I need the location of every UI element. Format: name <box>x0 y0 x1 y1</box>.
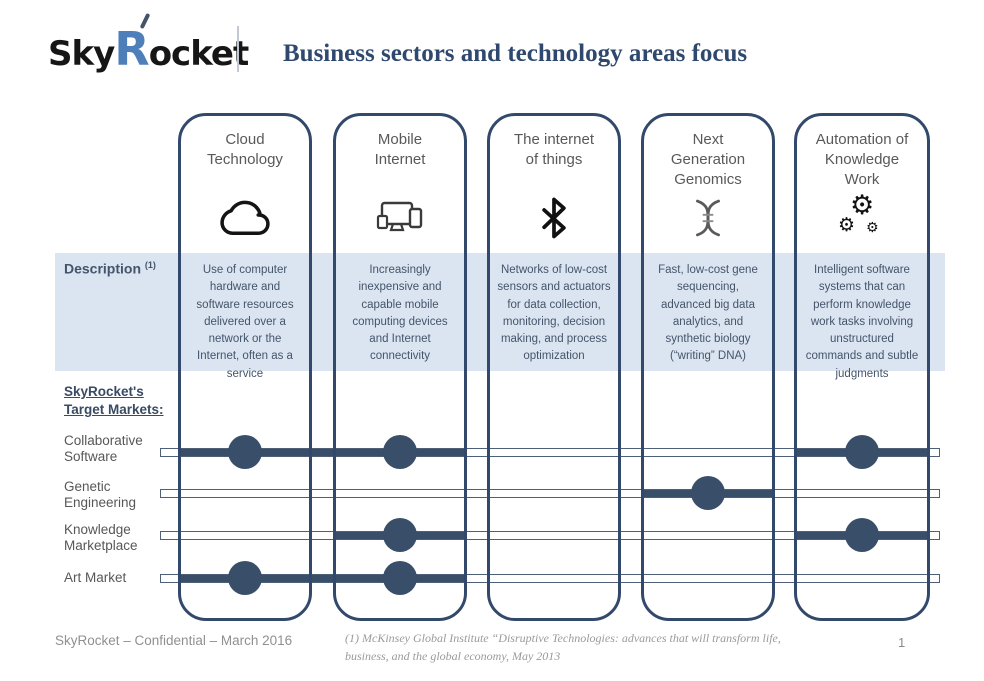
market-dot <box>228 435 262 469</box>
column-description: Intelligent software systems that can pe… <box>805 264 919 380</box>
page-number: 1 <box>898 635 906 650</box>
market-dot <box>845 518 879 552</box>
header-divider <box>237 26 239 72</box>
column-internet-of-things: The internet of things Networks of low-c… <box>487 113 621 621</box>
logo-text-ocket: ocket <box>148 34 250 74</box>
description-label: Description (1) <box>64 260 156 277</box>
market-solid-segment <box>178 448 467 456</box>
footnote-citation: (1) McKinsey Global Institute “Disruptiv… <box>345 631 781 663</box>
column-description: Increasingly inexpensive and capable mob… <box>352 264 448 363</box>
column-title: Mobile Internet <box>374 131 426 168</box>
market-dot <box>845 435 879 469</box>
column-next-generation-genomics: Next Generation Genomics Fast, low-cost … <box>641 113 775 621</box>
market-track <box>160 530 940 540</box>
market-dot <box>691 476 725 510</box>
market-label-knowledge-marketplace: Knowledge Marketplace <box>64 522 138 554</box>
column-cloud-technology: Cloud Technology Use of computer hardwar… <box>178 113 312 621</box>
column-title: Automation of Knowledge Work <box>815 131 909 188</box>
dna-icon <box>644 192 772 244</box>
column-mobile-internet: Mobile Internet Increasingly inexpensive… <box>333 113 467 621</box>
market-label-art-market: Art Market <box>64 570 127 585</box>
market-solid-segment <box>178 574 467 582</box>
footer-confidential-text: SkyRocket – Confidential – March 2016 <box>55 633 293 648</box>
footnote-marker: (1) <box>144 260 156 270</box>
column-description: Use of computer hardware and software re… <box>196 264 294 380</box>
devices-icon <box>336 192 464 244</box>
market-dot <box>383 435 417 469</box>
target-markets-heading: SkyRocket's Target Markets: <box>64 384 164 418</box>
bluetooth-icon <box>490 192 618 244</box>
market-track <box>160 488 940 498</box>
column-title: The internet of things <box>513 131 595 168</box>
column-title: Cloud Technology <box>207 131 283 168</box>
column-description: Networks of low-cost sensors and actuato… <box>497 264 611 363</box>
market-dot <box>383 561 417 595</box>
market-label-collaborative-software: Collaborative Software <box>64 433 143 465</box>
column-description: Fast, low-cost gene sequencing, advanced… <box>658 264 758 363</box>
cloud-icon <box>181 192 309 244</box>
slide-title: Business sectors and technology areas fo… <box>283 40 748 67</box>
market-track <box>160 447 940 457</box>
column-title: Next Generation Genomics <box>670 131 746 188</box>
gears-icon: ⚙ ⚙ ⚙ <box>838 190 879 236</box>
column-automation-knowledge-work: Automation of Knowledge Work ⚙ ⚙ ⚙ Intel… <box>794 113 930 621</box>
logo-text-sky: Sky <box>48 34 115 74</box>
logo-letter-r: R <box>114 12 150 76</box>
market-track <box>160 573 940 583</box>
market-dot <box>383 518 417 552</box>
market-dot <box>228 561 262 595</box>
market-label-genetic-engineering: Genetic Engineering <box>64 479 137 511</box>
